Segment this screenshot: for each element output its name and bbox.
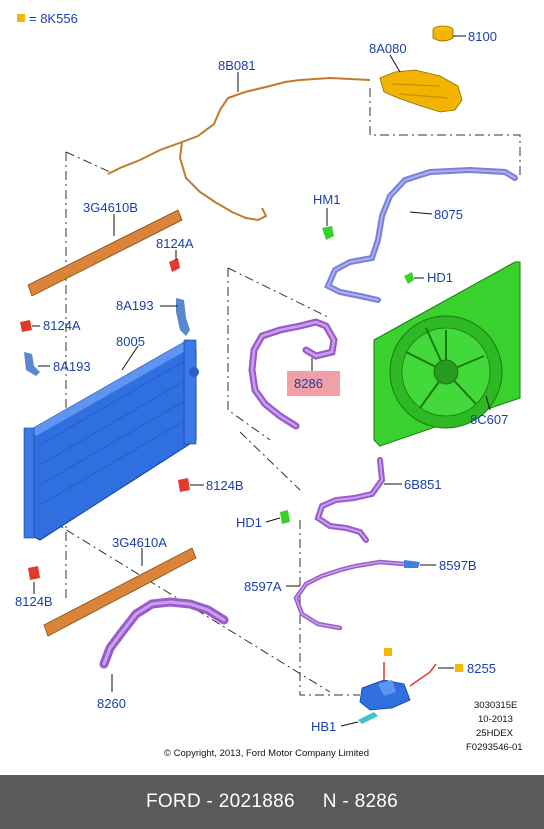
label-HM1: HM1 — [313, 192, 340, 207]
seal-strip-top[interactable] — [27, 209, 183, 297]
clip-bottom-right-icon[interactable] — [178, 478, 190, 492]
label-8124B-right: 8124B — [206, 478, 244, 493]
footer-n-label: N — [322, 791, 337, 812]
clip-top-icon[interactable] — [169, 258, 180, 272]
fastener-hb1-icon[interactable] — [358, 712, 378, 724]
highlight-box — [287, 371, 340, 396]
hose-8260[interactable] — [99, 597, 229, 669]
label-8005: 8005 — [116, 334, 145, 349]
label-8C607: 8C607 — [470, 412, 508, 427]
label-8260: 8260 — [97, 696, 126, 711]
clamp-hd1-mid-icon[interactable] — [280, 510, 290, 524]
footer-sep-2: - — [336, 791, 355, 812]
code-4: F0293546-01 — [466, 742, 523, 753]
label-8597B: 8597B — [439, 558, 477, 573]
legend-text: = 8K556 — [29, 11, 78, 26]
footer-gap — [295, 791, 323, 813]
label-8075: 8075 — [434, 207, 463, 222]
radiator[interactable] — [23, 339, 199, 541]
upper-hose-8075[interactable] — [324, 166, 518, 303]
marker-square-8255-icon — [455, 664, 463, 672]
clamp-hd1-top-icon[interactable] — [404, 272, 414, 284]
clip-bottom-left-icon[interactable] — [28, 566, 40, 580]
hose-8597A[interactable] — [293, 559, 407, 631]
label-3G4610B: 3G4610B — [83, 200, 138, 215]
footer-sep-1: - — [200, 791, 219, 812]
legend-square-icon — [17, 14, 25, 22]
label-8255: 8255 — [467, 661, 496, 676]
code-1: 3030315E — [474, 700, 517, 711]
label-HB1: HB1 — [311, 719, 336, 734]
label-8A080: 8A080 — [369, 41, 407, 56]
footer-number: 2021886 — [218, 791, 295, 812]
footer-part: 8286 — [354, 791, 399, 812]
label-8100: 8100 — [468, 29, 497, 44]
marker-square-icon — [384, 648, 392, 656]
seal-strip-bottom[interactable] — [43, 547, 197, 637]
clip-left-icon[interactable] — [20, 320, 32, 332]
label-HD1-mid: HD1 — [236, 515, 262, 530]
bracket-top[interactable] — [176, 298, 190, 336]
label-3G4610A: 3G4610A — [112, 535, 167, 550]
parts-diagram: = 8K556 8100 8A080 8B081 3G4610B 8124A 8… — [15, 11, 523, 759]
bracket-left[interactable] — [24, 352, 40, 376]
label-8597A: 8597A — [244, 579, 282, 594]
label-8B081: 8B081 — [218, 58, 256, 73]
reservoir[interactable] — [379, 69, 463, 113]
label-8A193-top: 8A193 — [116, 298, 154, 313]
label-8124A-left: 8124A — [43, 318, 81, 333]
pump-8255[interactable] — [359, 662, 437, 711]
reservoir-cap[interactable] — [432, 25, 454, 42]
label-8286[interactable]: 8286 — [294, 376, 323, 391]
code-3: 25HDEX — [476, 728, 514, 739]
label-8A193-left: 8A193 — [53, 359, 91, 374]
fan-shroud[interactable] — [373, 261, 521, 447]
label-HD1-top: HD1 — [427, 270, 453, 285]
copyright: © Copyright, 2013, Ford Motor Company Li… — [164, 748, 369, 759]
hose-6B851[interactable] — [314, 457, 386, 543]
label-8124A-top: 8124A — [156, 236, 194, 251]
clamp-hm1-icon[interactable] — [322, 226, 334, 240]
wiring-harness[interactable] — [107, 76, 371, 222]
hose-8286[interactable] — [248, 318, 338, 430]
label-8124B-left: 8124B — [15, 594, 53, 609]
code-2: 10-2013 — [478, 714, 513, 725]
footer-brand: FORD — [145, 791, 201, 812]
hose-8597B[interactable] — [404, 560, 420, 568]
label-6B851: 6B851 — [404, 477, 442, 492]
footer-bar: FORD - 2021886 N - 8286 — [0, 775, 544, 829]
